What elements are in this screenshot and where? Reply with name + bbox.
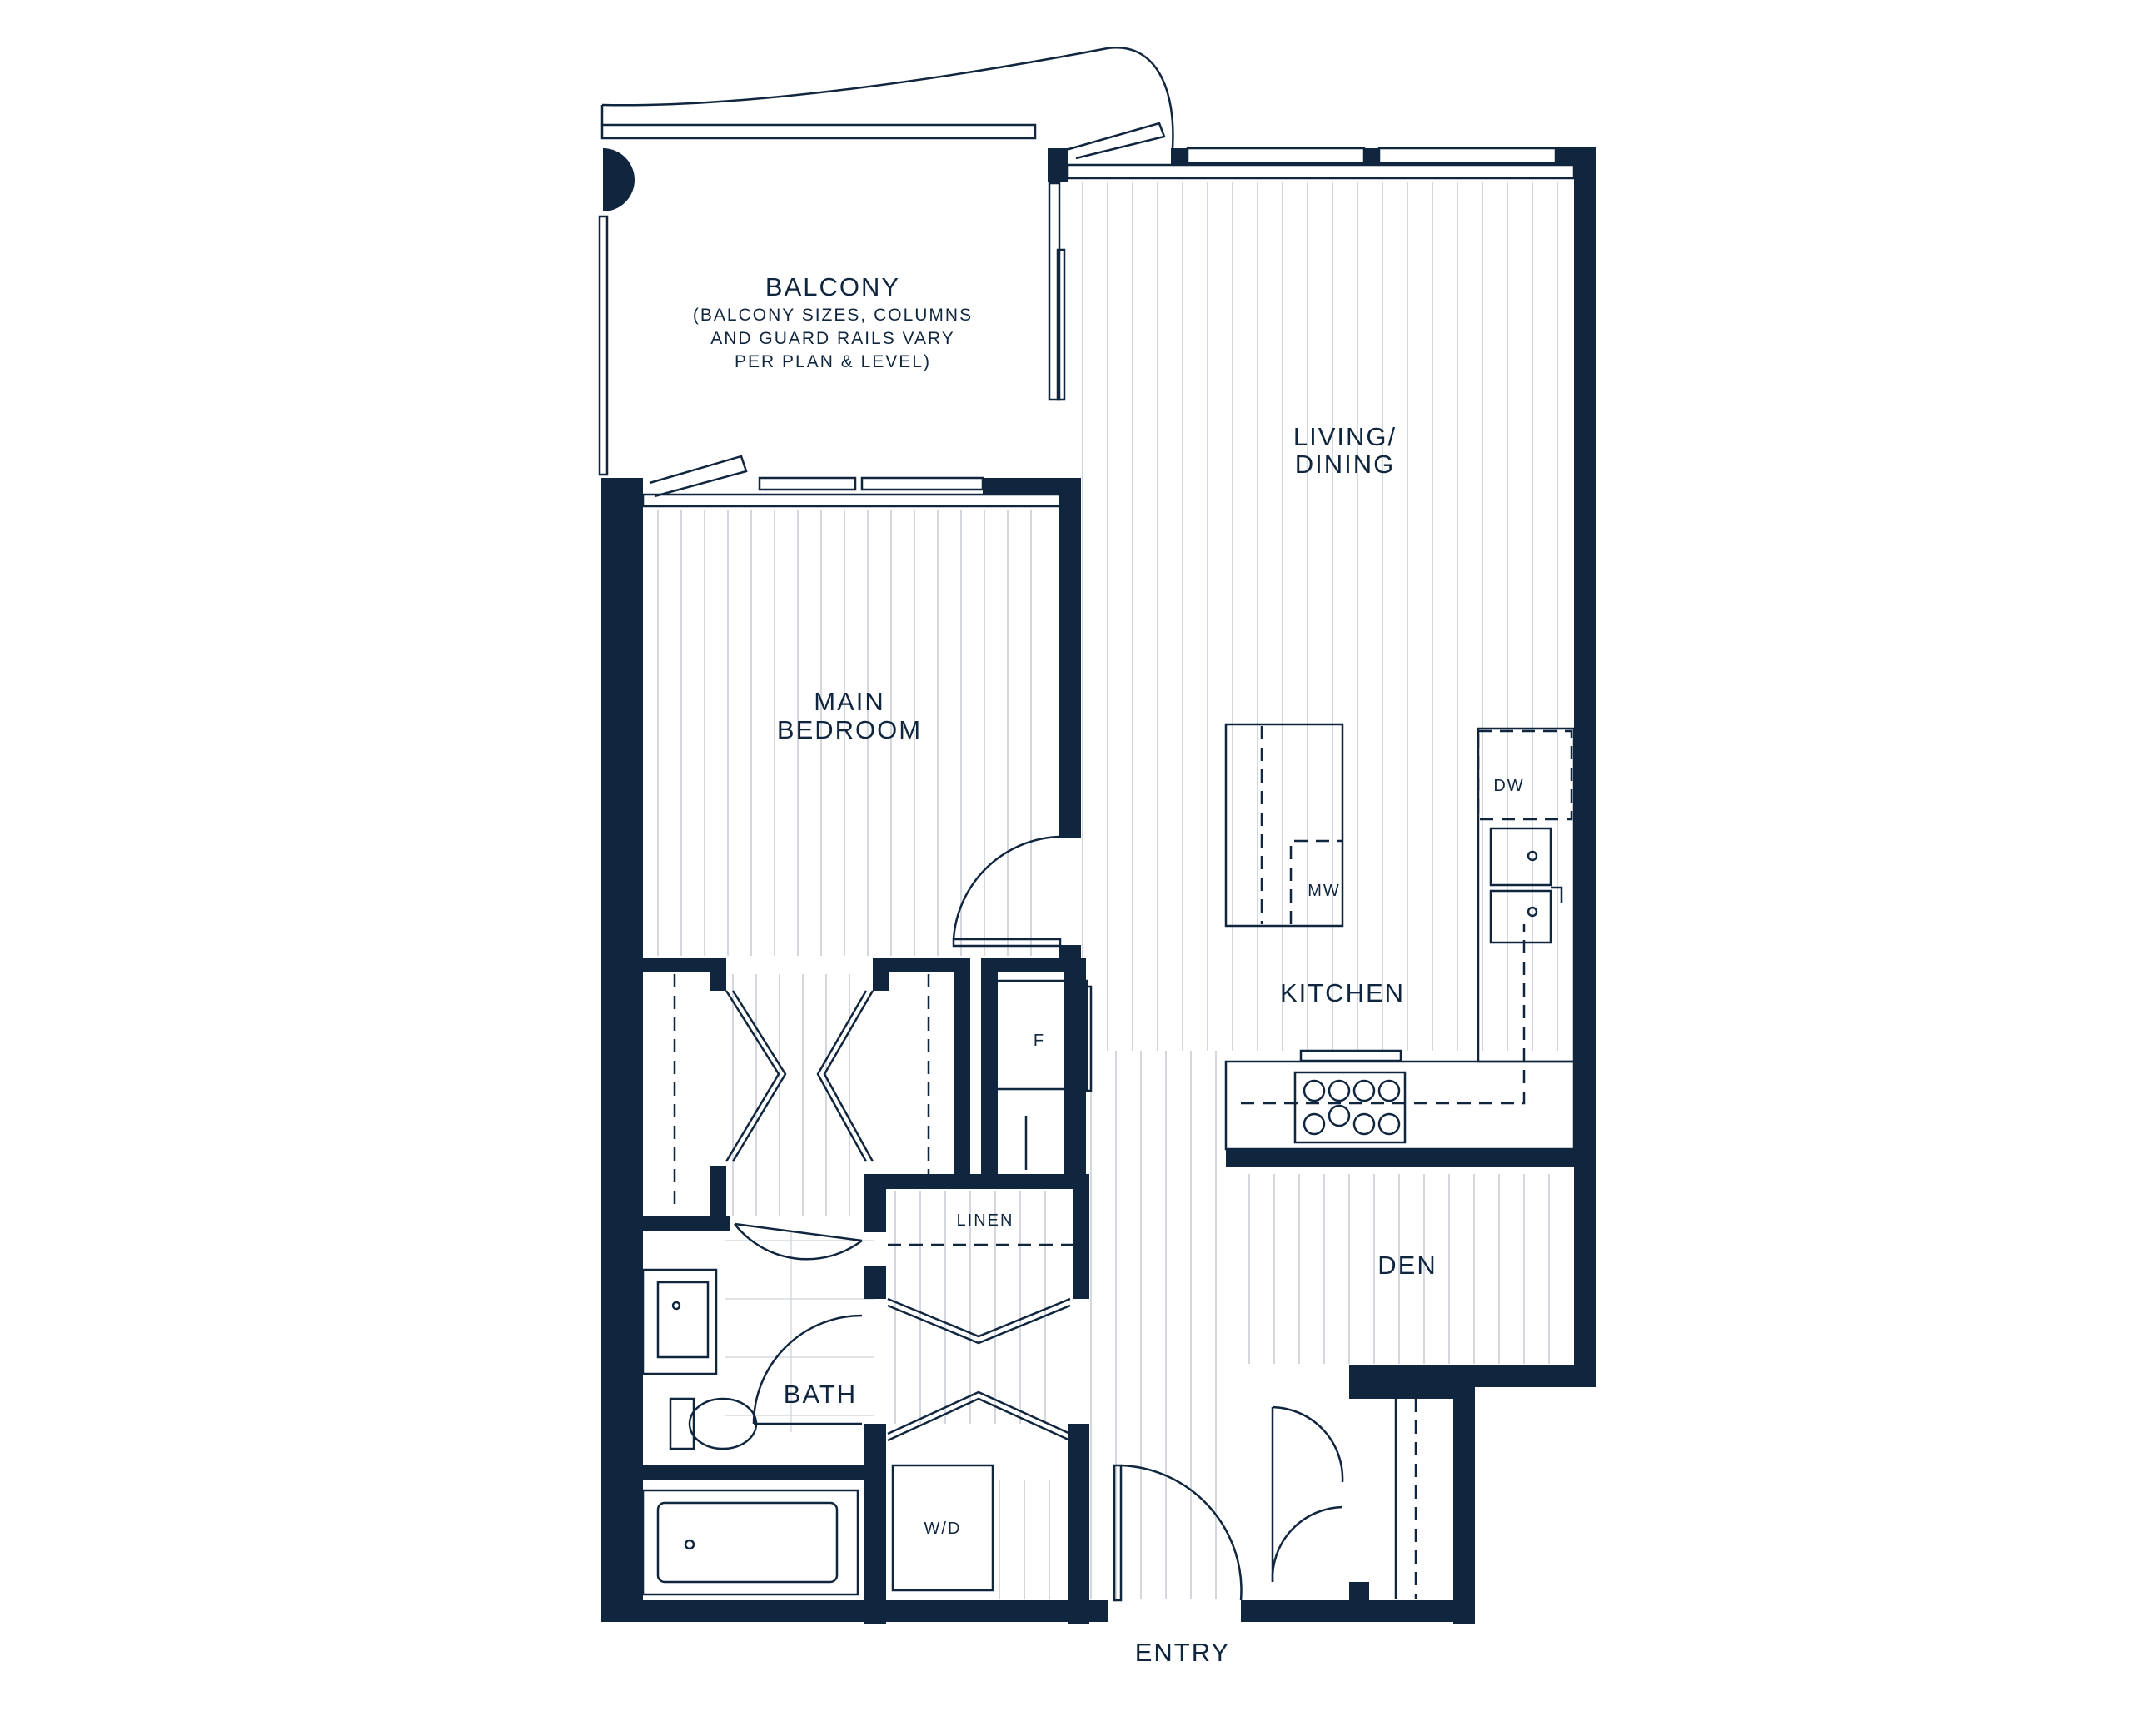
washer-dryer-label: W/D (924, 1520, 962, 1538)
microwave-label: MW (1308, 882, 1341, 900)
balcony-area (598, 47, 1174, 498)
toilet (669, 1397, 758, 1450)
gas-range (1293, 1049, 1407, 1144)
den-label: DEN (1377, 1251, 1437, 1280)
kitchen-island (1224, 723, 1344, 928)
bedroom-door (952, 835, 1062, 948)
fridge (994, 979, 1093, 1170)
bath-label: BATH (784, 1380, 857, 1409)
bedroom-closet-right (816, 974, 930, 1174)
bathroom-fixtures (641, 1222, 863, 1596)
laundry-floor-texture (894, 1191, 1050, 1599)
washer-dryer (891, 1464, 994, 1592)
kitchen-sink (1489, 827, 1563, 944)
walls (601, 147, 1596, 1624)
living-label-1: LIVING/ (1293, 422, 1397, 451)
linen-label: LINEN (957, 1211, 1014, 1230)
linen-closet (887, 1243, 1073, 1345)
dishwasher (1477, 729, 1573, 821)
bedroom-label-1: MAIN (814, 687, 885, 716)
hall-floor-texture (732, 974, 850, 1216)
bedroom-closet-left (673, 974, 787, 1211)
balcony-note-3: PER PLAN & LEVEL) (735, 352, 931, 371)
balcony-label: BALCONY (765, 272, 900, 301)
balcony-column (603, 148, 635, 211)
entry-label: ENTRY (1135, 1638, 1231, 1667)
kitchen-fixtures (1224, 723, 1576, 1151)
living-label-2: DINING (1295, 450, 1396, 479)
bedroom-label-2: BEDROOM (777, 715, 922, 744)
laundry-doors (887, 1390, 1071, 1442)
vanity (641, 1268, 718, 1375)
dishwasher-label: DW (1493, 777, 1524, 795)
living-floor-texture (1082, 182, 1558, 1599)
bath-tile-texture (725, 1232, 874, 1432)
kitchen-label: KITCHEN (1280, 978, 1405, 1007)
den-closet-doors (1271, 1399, 1417, 1599)
fridge-label: F (1034, 1032, 1045, 1050)
kitchen-counter (1224, 1060, 1576, 1151)
balcony-note-1: (BALCONY SIZES, COLUMNS (693, 306, 973, 325)
bathtub (641, 1489, 859, 1596)
balcony-note-2: AND GUARD RAILS VARY (710, 329, 955, 348)
entry-door (1113, 1464, 1243, 1602)
room-labels: BALCONY (BALCONY SIZES, COLUMNS AND GUAR… (693, 272, 1524, 1667)
bedroom-floor-texture (657, 510, 1032, 956)
den-floor-texture (1248, 1174, 1550, 1364)
